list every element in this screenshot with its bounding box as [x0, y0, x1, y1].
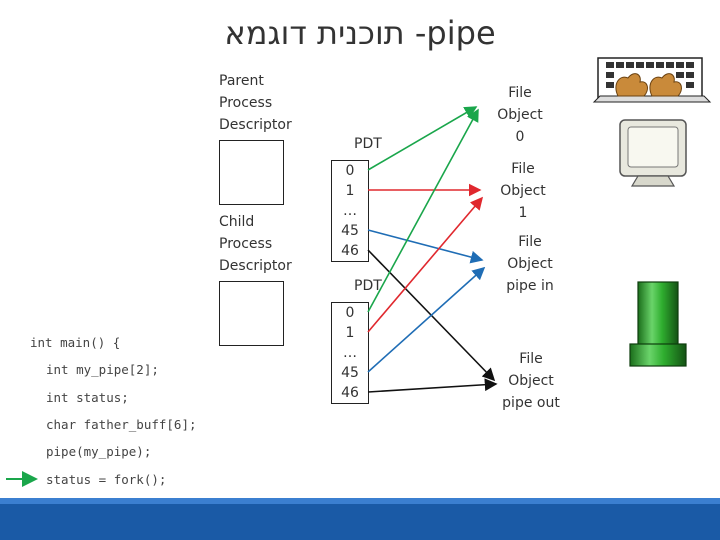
file-object-pipe-in: File Object pipe in [480, 231, 580, 297]
fo-line: File [511, 161, 535, 177]
child-process-box [219, 281, 284, 346]
child-label-line: Descriptor [219, 258, 292, 274]
pdt-row: 0 [345, 305, 355, 321]
fo-line: Object [508, 373, 554, 389]
pdt-table-parent: 0 1 … 45 46 [331, 160, 369, 262]
fo-line: pipe out [502, 395, 560, 411]
file-object-pipe-out: File Object pipe out [481, 348, 581, 414]
child-label-line: Child [219, 214, 255, 230]
pdt-row: 1 [345, 183, 355, 199]
code-line: pipe(my_pipe); [46, 444, 152, 459]
parent-descriptor-label: Parent Process Descriptor [219, 70, 292, 136]
pdt-table-child: 0 1 … 45 46 [331, 302, 369, 404]
parent-label-line: Process [219, 95, 273, 111]
pdt-row: 46 [341, 385, 359, 401]
pdt-row: 45 [341, 223, 359, 239]
fo-line: Object [507, 256, 553, 272]
arrow-pdt2-1-to-fo1 [367, 196, 484, 333]
fo-line: Object [497, 107, 543, 123]
child-descriptor-label: Child Process Descriptor [219, 211, 292, 277]
arrow-pdt1-0-to-fo0 [367, 106, 478, 171]
pdt-row: 0 [345, 163, 355, 179]
arrow-pdt2-45-to-pipe-in [367, 266, 486, 373]
fo-line: 1 [518, 205, 528, 221]
pdt-row: … [343, 345, 357, 361]
page-title: תוכנית דוגמא -pipe [224, 14, 496, 52]
fo-line: Object [500, 183, 546, 199]
code-line: int my_pipe[2]; [46, 362, 159, 377]
arrow-pdt1-45-to-pipe-in [367, 229, 484, 264]
fo-line: File [508, 85, 532, 101]
monitor-icon [619, 119, 687, 187]
pdt-row: 46 [341, 243, 359, 259]
file-object-1: File Object 1 [473, 158, 573, 224]
code-line: status = fork(); [46, 472, 167, 487]
arrow-pdt2-46-to-pipe-out [367, 378, 498, 393]
arrow-pdt2-0-to-fo0 [367, 108, 479, 313]
keyboard-icon [592, 57, 712, 103]
parent-label-line: Descriptor [219, 117, 292, 133]
fo-line: File [518, 234, 542, 250]
pdt-title-child: PDT [354, 278, 382, 294]
code-line: int main() { [30, 335, 121, 350]
parent-label-line: Parent [219, 73, 264, 89]
footer-highlight [0, 498, 720, 504]
fo-line: File [519, 351, 543, 367]
pdt-title-parent: PDT [354, 136, 382, 152]
code-line: char father_buff[6]; [46, 417, 197, 432]
footer-bar [0, 498, 720, 540]
parent-process-box [219, 140, 284, 205]
code-line: int status; [46, 390, 129, 405]
file-object-0: File Object 0 [470, 82, 570, 148]
pdt-row: … [343, 203, 357, 219]
child-label-line: Process [219, 236, 273, 252]
fo-line: 0 [515, 129, 525, 145]
pdt-row: 45 [341, 365, 359, 381]
fo-line: pipe in [506, 278, 554, 294]
pdt-row: 1 [345, 325, 355, 341]
pipe-icon [629, 281, 687, 367]
